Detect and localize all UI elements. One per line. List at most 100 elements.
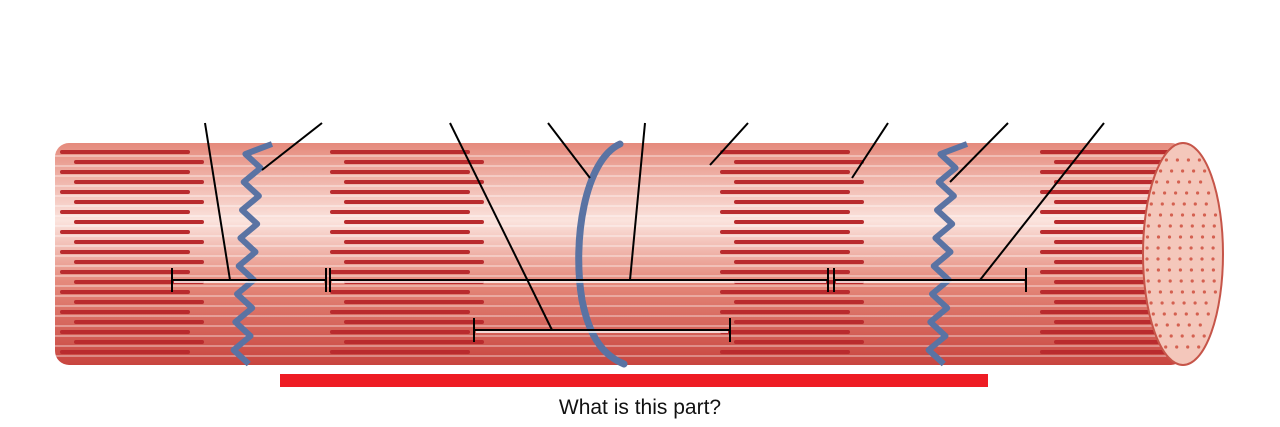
cross-section-dot xyxy=(1176,323,1180,327)
m-line xyxy=(575,140,628,368)
thick-filament xyxy=(720,290,850,294)
thick-filament xyxy=(734,180,864,184)
cross-section-dot xyxy=(1145,246,1149,250)
thick-filament xyxy=(60,270,190,274)
highlight-bar xyxy=(280,374,988,387)
cross-section-dot xyxy=(1197,158,1201,162)
cross-section-dot xyxy=(1189,268,1193,272)
cross-section-dot xyxy=(1202,213,1207,217)
cross-section-dot xyxy=(1155,180,1159,184)
thick-filament xyxy=(1040,330,1180,334)
thick-filament xyxy=(720,210,850,214)
cross-section-dot xyxy=(1149,202,1153,206)
cross-section-dot xyxy=(1189,235,1194,239)
thick-filament xyxy=(720,150,850,154)
cross-section-dot xyxy=(1175,345,1179,349)
thick-filament xyxy=(1040,190,1180,194)
cross-section-dot xyxy=(1186,345,1190,349)
leader-line xyxy=(851,122,889,179)
cross-section-dot xyxy=(1158,213,1163,217)
thick-filament xyxy=(330,150,470,154)
leader-line xyxy=(261,122,323,171)
cross-section-dot xyxy=(1201,279,1205,283)
band-brackets xyxy=(171,268,1027,342)
thick-filament xyxy=(60,150,190,154)
cross-section-dot xyxy=(1200,235,1205,239)
thick-filament xyxy=(720,350,850,354)
cross-section-dot xyxy=(1156,246,1160,250)
z-discs xyxy=(230,141,969,367)
thick-filament xyxy=(1040,350,1180,354)
cross-section-dot xyxy=(1173,312,1177,316)
cross-section-dot xyxy=(1165,323,1169,327)
thick-filament xyxy=(344,320,484,324)
cross-section-dot xyxy=(1168,279,1172,283)
thick-filament xyxy=(720,170,850,174)
cross-section-dot xyxy=(1178,268,1182,272)
cross-section-dot xyxy=(1152,191,1156,195)
cross-section-dot xyxy=(1182,301,1186,305)
cross-section-dot xyxy=(1200,268,1204,272)
cross-section-dot xyxy=(1200,257,1204,261)
cross-section-dot xyxy=(1171,202,1175,206)
cross-section-dot xyxy=(1158,290,1162,294)
cross-section-dot xyxy=(1156,257,1160,261)
cross-section-dot xyxy=(1147,213,1152,217)
cross-section-dot xyxy=(1180,213,1185,217)
thick-filament xyxy=(330,230,470,234)
thick-filament xyxy=(720,230,850,234)
thick-filament xyxy=(330,330,470,334)
cross-section-dot xyxy=(1171,301,1175,305)
thick-filament xyxy=(734,260,864,264)
thick-filament xyxy=(344,260,484,264)
thick-filament xyxy=(344,340,484,344)
thick-filament xyxy=(74,160,204,164)
cross-section-dot xyxy=(1145,257,1149,261)
cross-section-dots xyxy=(1145,158,1218,349)
cross-section-dot xyxy=(1147,290,1151,294)
cross-section-dot xyxy=(1149,301,1153,305)
cross-section-dot xyxy=(1167,235,1172,239)
thick-filament xyxy=(330,190,470,194)
thick-filament xyxy=(74,180,204,184)
cross-section-dot xyxy=(1145,268,1149,272)
cross-section-dot xyxy=(1179,224,1183,228)
thick-filament xyxy=(734,200,864,204)
cross-section-dot xyxy=(1162,312,1166,316)
cross-section-dot xyxy=(1158,334,1162,338)
cross-section-dot xyxy=(1196,191,1200,195)
thick-filament xyxy=(74,200,204,204)
cross-section-dot xyxy=(1167,257,1171,261)
thick-filament xyxy=(734,240,864,244)
cross-section-dot xyxy=(1167,246,1171,250)
cross-section-dot xyxy=(1211,268,1215,272)
myofilaments xyxy=(55,150,1185,357)
cross-section-dot xyxy=(1170,169,1174,173)
thick-filament xyxy=(734,320,864,324)
thick-filament xyxy=(74,320,204,324)
thick-filament xyxy=(330,310,470,314)
thick-filament xyxy=(720,270,850,274)
cross-section-dot xyxy=(1178,235,1183,239)
fiber-cross-section xyxy=(1142,142,1224,366)
thick-filament xyxy=(330,250,470,254)
thick-filament xyxy=(734,160,864,164)
cross-section-dot xyxy=(1146,224,1150,228)
thick-filament xyxy=(74,340,204,344)
leader-line xyxy=(629,122,646,281)
thick-filament xyxy=(344,180,484,184)
cross-section-dot xyxy=(1163,191,1167,195)
thick-filament xyxy=(330,270,470,274)
thick-filament xyxy=(734,340,864,344)
thick-filament xyxy=(60,230,190,234)
cross-section-dot xyxy=(1193,202,1197,206)
thick-filament xyxy=(720,310,850,314)
cross-section-dot xyxy=(1204,301,1208,305)
cross-section-dot xyxy=(1201,224,1205,228)
thick-filament xyxy=(1040,170,1180,174)
cross-section-dot xyxy=(1191,334,1195,338)
leader-line xyxy=(449,122,553,331)
thick-filament xyxy=(734,220,864,224)
cross-section-dot xyxy=(1157,224,1161,228)
thick-filament xyxy=(330,210,470,214)
